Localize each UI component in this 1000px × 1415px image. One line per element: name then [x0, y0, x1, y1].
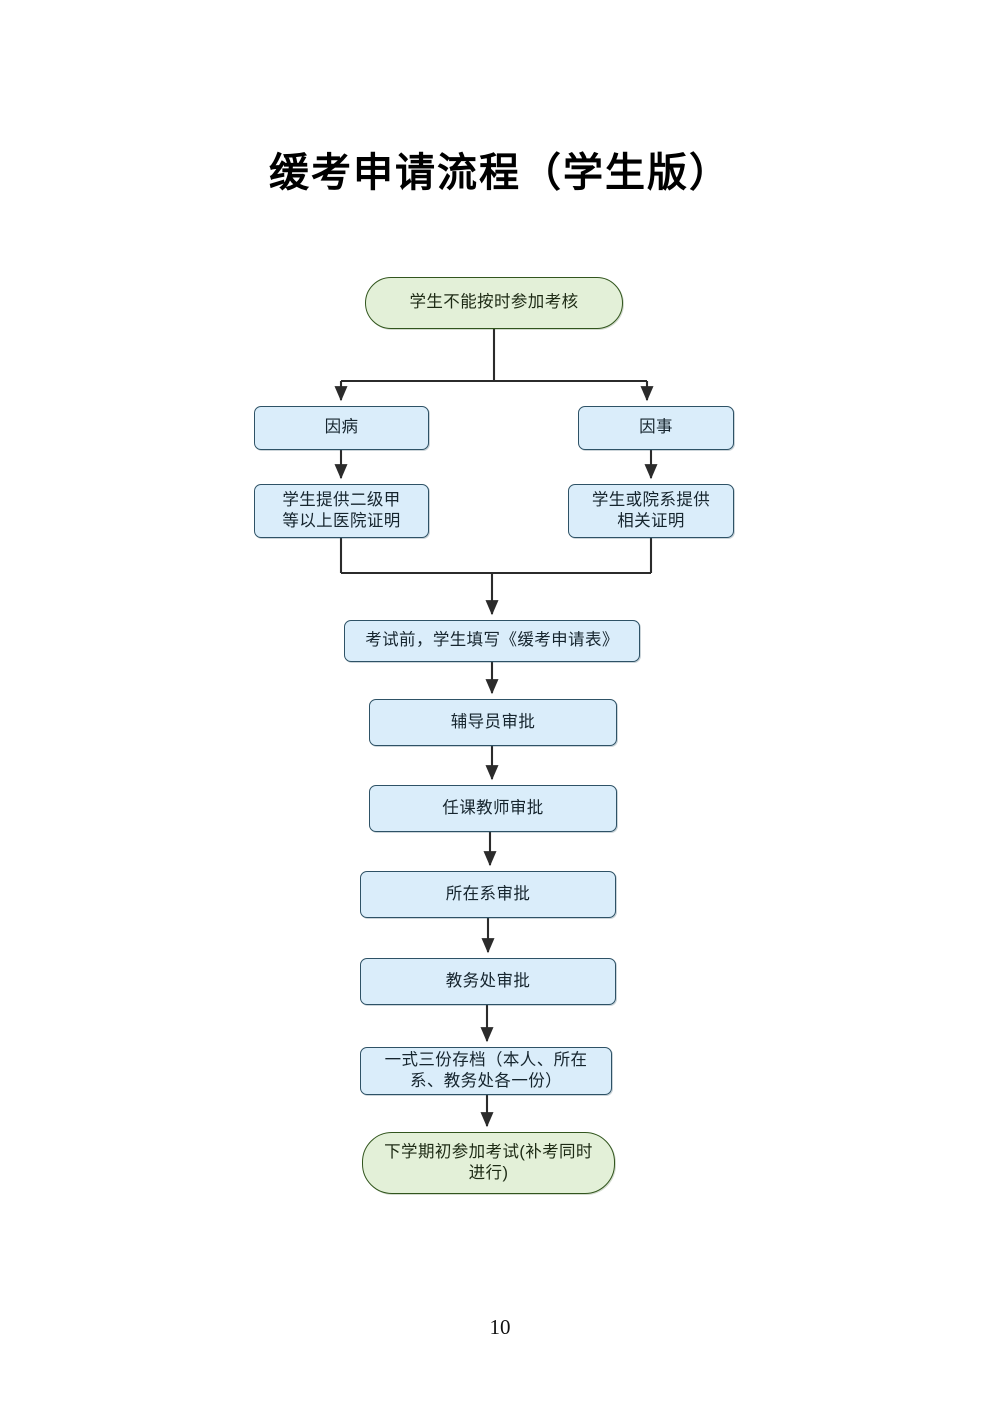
flow-node-personal-reason[interactable]: 因事 — [578, 406, 734, 450]
flow-node-end[interactable]: 下学期初参加考试(补考同时 进行) — [362, 1132, 615, 1194]
page-title: 缓考申请流程（学生版） — [269, 150, 731, 195]
flow-node-department-approval[interactable]: 所在系审批 — [360, 871, 616, 918]
flow-node-academic-affairs-approval[interactable]: 教务处审批 — [360, 958, 616, 1005]
page-number: 10 — [489, 1315, 511, 1339]
flow-node-personal-certificate[interactable]: 学生或院系提供 相关证明 — [568, 484, 734, 538]
flow-node-start[interactable]: 学生不能按时参加考核 — [365, 277, 623, 329]
flow-node-illness[interactable]: 因病 — [254, 406, 429, 450]
flow-node-teacher-approval[interactable]: 任课教师审批 — [369, 785, 617, 832]
flow-node-counselor-approval[interactable]: 辅导员审批 — [369, 699, 617, 746]
flow-node-illness-certificate[interactable]: 学生提供二级甲 等以上医院证明 — [254, 484, 429, 538]
flow-node-archive-三份[interactable]: 一式三份存档（本人、所在 系、教务处各一份） — [360, 1047, 612, 1095]
flow-node-application-form[interactable]: 考试前，学生填写《缓考申请表》 — [344, 620, 640, 662]
